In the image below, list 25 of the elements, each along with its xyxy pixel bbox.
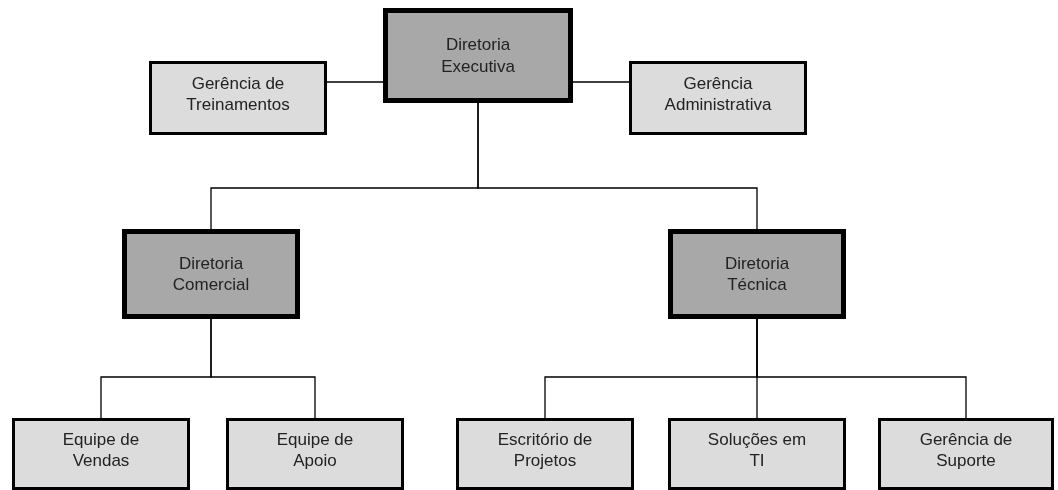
unit-box bbox=[149, 61, 327, 135]
unit-box bbox=[629, 61, 807, 135]
box-label: Equipe de Apoio bbox=[275, 428, 355, 472]
box-label: Diretoria Técnica bbox=[723, 252, 791, 296]
connector-line bbox=[477, 102, 758, 230]
connector-line bbox=[326, 81, 384, 83]
director-box bbox=[122, 229, 300, 319]
connector-line bbox=[572, 81, 630, 83]
director-box bbox=[668, 229, 846, 319]
unit-box bbox=[878, 418, 1054, 490]
unit-box bbox=[226, 418, 404, 490]
unit-box bbox=[456, 418, 634, 490]
box-label: Escritório de Projetos bbox=[496, 428, 594, 472]
box-label: Gerência de Treinamentos bbox=[185, 72, 291, 116]
unit-box bbox=[12, 418, 190, 490]
box-label: Diretoria Comercial bbox=[171, 252, 251, 296]
box-label: Gerência de Suporte bbox=[918, 428, 1014, 472]
unit-box bbox=[668, 418, 846, 490]
box-label: Gerência Administrativa bbox=[663, 72, 773, 116]
connector-line bbox=[210, 318, 316, 419]
director-box bbox=[383, 8, 573, 103]
connector-line bbox=[756, 318, 967, 419]
box-label: Equipe de Vendas bbox=[61, 428, 141, 472]
box-label: Diretoria Executiva bbox=[440, 34, 516, 77]
box-label: Soluções em TI bbox=[706, 428, 808, 472]
